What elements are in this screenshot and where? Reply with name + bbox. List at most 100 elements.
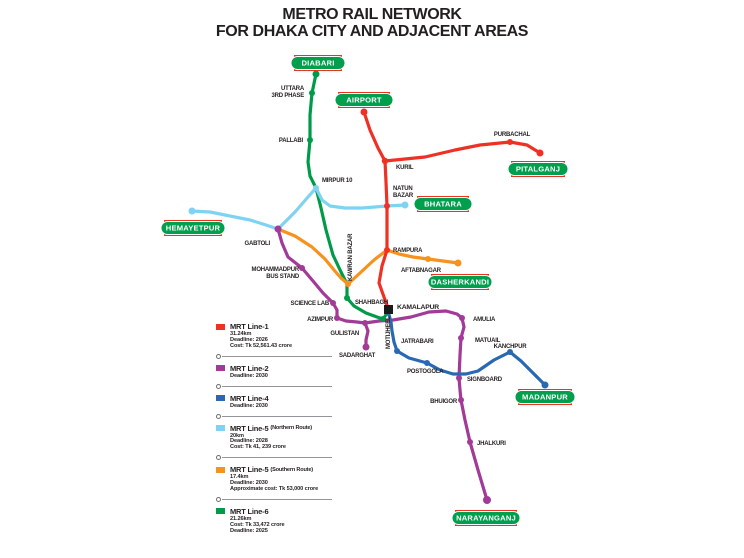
- legend-name-line-6: MRT Line-6: [230, 506, 269, 516]
- terminal-badge-pitalganj: PITALGANJ: [507, 161, 569, 177]
- legend-name-line-5-south: MRT Line-5: [230, 465, 269, 475]
- station-dot-purbachal: [507, 139, 513, 145]
- legend-swatch-line-5-north: [216, 425, 225, 432]
- station-dot-kawran-bazar: [345, 281, 351, 287]
- station-dot-dasherkandi-terminal: [454, 259, 462, 267]
- legend-name-line-2: MRT Line-2: [230, 363, 269, 373]
- station-dot-matuail: [458, 335, 464, 341]
- legend: MRT Line-1 31.24km Deadline: 2026 Cost: …: [216, 322, 356, 535]
- station-dot-jhalkuri: [467, 439, 473, 445]
- mrt-line-6-path: [306, 72, 390, 321]
- station-label-shahbagh: SHAHBAGH: [355, 300, 388, 306]
- legend-swatch-line-4: [216, 395, 225, 402]
- station-dot-pallabi: [307, 137, 313, 143]
- station-label-uttara-line2: 3RD PHASE: [271, 93, 304, 99]
- station-label-mohammadpur-line2: BUS STAND: [266, 274, 300, 280]
- divider-circle-icon: [216, 496, 221, 502]
- mrt-line-1-main-path: [362, 110, 390, 310]
- station-label-kanchpur: KANCHPUR: [494, 344, 528, 350]
- station-label-amulia: AMULIA: [473, 317, 496, 323]
- legend-details-line-1: 31.24km Deadline: 2026 Cost: Tk 52,561.4…: [230, 331, 292, 349]
- legend-item-mrt-line-5-north: MRT Line-5 (Northern Route) 20km Deadlin…: [216, 424, 356, 452]
- station-label-gulistan: GULISTAN: [330, 331, 359, 337]
- station-dots: [188, 70, 549, 504]
- station-dot-pitalganj-terminal: [536, 149, 544, 157]
- station-dot-aftabnagar: [425, 256, 431, 262]
- station-label-azimpur: AZIMPUR: [307, 317, 334, 323]
- legend-name-line-4: MRT Line-4: [230, 393, 269, 403]
- station-dot-shahbagh: [344, 295, 350, 301]
- station-dot-mirpur10: [313, 185, 319, 191]
- terminal-badge-madanpur-label: MADANPUR: [522, 393, 568, 402]
- legend-item-mrt-line-2: MRT Line-2 Deadline: 2030: [216, 364, 356, 380]
- station-label-pallabi: PALLABI: [279, 138, 304, 144]
- station-label-gabtoli: GABTOLI: [245, 241, 271, 247]
- station-label-mohammadpur-line1: MOHAMMADPUR: [252, 267, 300, 273]
- station-dot-gabtoli: [274, 225, 282, 233]
- station-label-kuril: KURIL: [396, 165, 414, 171]
- station-dot-gulistan: [362, 320, 368, 326]
- station-dot-jatrabari: [394, 348, 400, 354]
- divider-circle-icon: [216, 383, 221, 389]
- station-label-uttara-line1: UTTARA: [281, 86, 305, 92]
- page-title: METRO RAIL NETWORK FOR DHAKA CITY AND AD…: [0, 6, 744, 40]
- station-dot-sadarghat: [362, 343, 370, 351]
- legend-item-mrt-line-6: MRT Line-6 21.26km Cost: Tk 33,472 crore…: [216, 507, 356, 535]
- mrt-line-2-main-path: [276, 227, 489, 502]
- mrt-line-2-sadarghat-branch-path: [363, 321, 370, 349]
- terminal-badge-narayanganj-label: NARAYANGANJ: [456, 514, 516, 523]
- station-dot-azimpur: [334, 315, 340, 321]
- station-dot-amulia: [459, 315, 465, 321]
- terminal-badge-hemayetpur: HEMAYETPUR: [160, 220, 226, 236]
- station-dot-madanpur-terminal: [541, 381, 549, 389]
- station-dot-mohammadpur-bus-stand: [299, 265, 305, 271]
- station-label-matuail: MATUAIL: [475, 338, 501, 344]
- station-dot-diabari-terminal: [312, 70, 320, 78]
- station-dot-natun-bazar: [384, 203, 390, 209]
- station-label-signboard: SIGNBOARD: [467, 377, 503, 383]
- legend-swatch-line-2: [216, 365, 225, 372]
- legend-swatch-line-1: [216, 323, 225, 330]
- legend-divider: [216, 383, 356, 389]
- legend-details-line-2: Deadline: 2030: [230, 372, 268, 379]
- station-dot-airport-terminal: [360, 108, 368, 116]
- divider-circle-icon: [216, 413, 221, 419]
- station-label-kawran-bazar: KAWRAN BAZAR: [348, 233, 354, 281]
- legend-item-mrt-line-5-south: MRT Line-5 (Southern Route) 17.4km Deadl…: [216, 465, 356, 493]
- station-dot-postogola: [424, 360, 430, 366]
- station-label-natun-bazar-line1: NATUN: [393, 186, 413, 192]
- page-title-line1: METRO RAIL NETWORK: [282, 6, 462, 23]
- station-dot-science-lab: [330, 300, 336, 306]
- station-dot-hemayetpur-terminal: [188, 207, 196, 215]
- station-dot-kanchpur: [507, 349, 513, 355]
- interchange-square-kamalapur: [384, 305, 393, 314]
- station-label-aftabnagar: AFTABNAGAR: [401, 268, 442, 274]
- terminal-badge-hemayetpur-label: HEMAYETPUR: [166, 224, 221, 233]
- terminal-badges: DIABARI AIRPORT PITALGANJ BHATARA HEMAYE: [160, 55, 576, 526]
- station-dot-uttara-3rd-phase: [309, 90, 315, 96]
- mrt-line-5-north-path: [190, 186, 407, 231]
- terminal-badge-narayanganj: NARAYANGANJ: [451, 510, 521, 526]
- station-dot-narayanganj-terminal: [483, 496, 491, 504]
- legend-name-line-1: MRT Line-1: [230, 322, 269, 331]
- terminal-badge-bhatara: BHATARA: [413, 196, 473, 212]
- station-label-bhuigor: BHUIGOR: [430, 399, 458, 405]
- divider-circle-icon: [216, 353, 221, 359]
- terminal-badge-diabari-label: DIABARI: [301, 59, 334, 68]
- station-label-kamalapur: KAMALAPUR: [397, 304, 439, 311]
- station-dot-rampura: [384, 247, 390, 253]
- terminal-badge-pitalganj-label: PITALGANJ: [516, 165, 560, 174]
- legend-divider: [216, 455, 356, 461]
- station-label-jhalkuri: JHALKURI: [477, 441, 506, 447]
- station-dot-bhatara-terminal: [401, 201, 409, 209]
- divider-circle-icon: [216, 455, 221, 461]
- legend-route-line-5-north: (Northern Route): [270, 425, 312, 432]
- station-label-motijheel: MOTIJHEEL: [386, 316, 392, 349]
- station-dot-bhuigor: [458, 397, 464, 403]
- station-label-natun-bazar-line2: BAZAR: [393, 193, 414, 199]
- mrt-line-4-path: [386, 309, 547, 387]
- terminal-badge-dasherkandi-label: DASHERKANDI: [431, 278, 489, 287]
- legend-divider: [216, 353, 356, 359]
